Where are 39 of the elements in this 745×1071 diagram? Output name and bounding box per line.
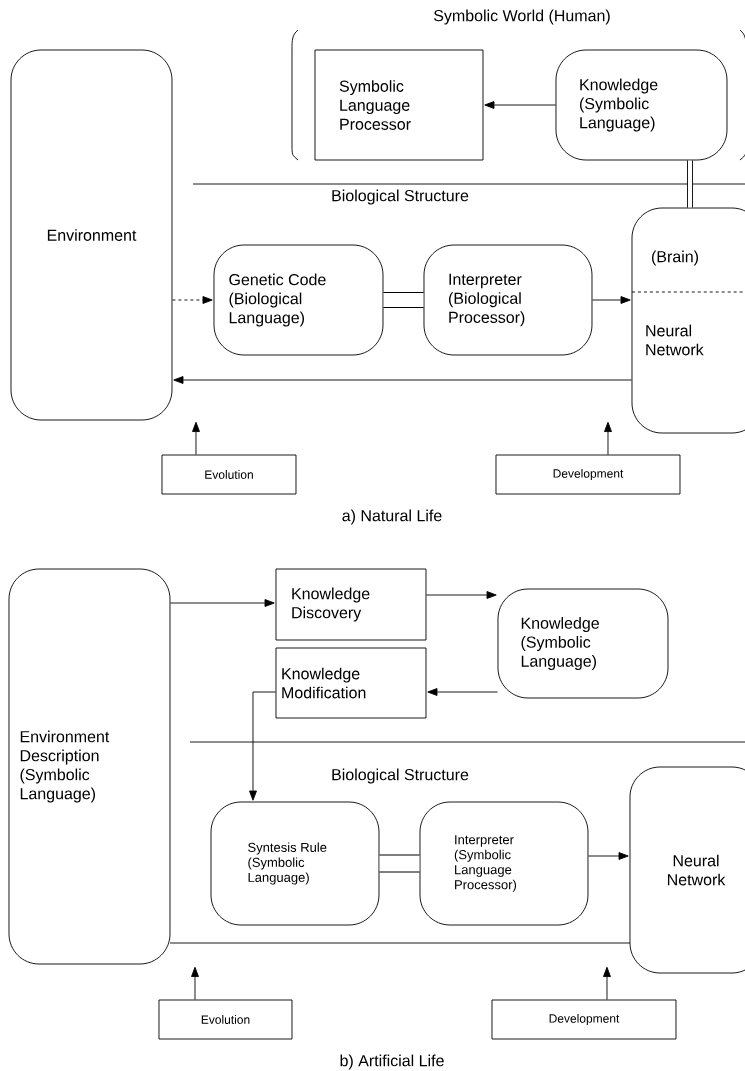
caption: a) Natural Life xyxy=(342,509,442,525)
process-box: Development xyxy=(495,454,681,495)
section-title: Biological Structure xyxy=(332,768,469,784)
arrow xyxy=(249,691,276,801)
arrow xyxy=(426,591,497,599)
process-box: Knowledge Discovery xyxy=(275,568,427,641)
section-title: Biological Structure xyxy=(332,189,469,205)
arrow xyxy=(588,852,629,860)
arrow xyxy=(592,296,631,304)
arrow xyxy=(191,966,199,1000)
rounded-box: Knowledge (Symbolic Language) xyxy=(497,588,669,699)
box-text: Neural Network xyxy=(646,324,704,356)
rounded-box: Neural Network xyxy=(629,766,745,974)
rounded-box: Interpreter (Biological Processor) xyxy=(423,244,593,356)
double-line xyxy=(379,854,420,873)
process-box: Development xyxy=(491,999,677,1040)
arrow xyxy=(484,101,556,109)
rounded-box: Environment Description (Symbolic Language) xyxy=(8,568,171,965)
arrow xyxy=(192,421,200,455)
process-box: Symbolic Language Processor xyxy=(314,49,484,161)
rounded-box: Environment xyxy=(10,49,173,421)
rounded-box: Knowledge (Symbolic Language) xyxy=(555,49,728,161)
rounded-box: Interpreter (Symbolic Language Processor) xyxy=(419,801,589,926)
process-box: Evolution xyxy=(161,454,297,495)
arrow xyxy=(173,376,632,384)
arrow xyxy=(427,688,498,696)
process-box: Evolution xyxy=(158,999,293,1040)
rounded-box: Genetic Code (Biological Language) xyxy=(213,244,384,356)
box-text: (Brain) xyxy=(652,250,698,266)
caption: b) Artificial Life xyxy=(340,1054,444,1070)
arrow xyxy=(604,421,612,455)
double-line xyxy=(687,160,693,208)
process-box: Knowledge Modification xyxy=(275,647,427,719)
double-line xyxy=(383,292,424,308)
arrow xyxy=(603,966,611,1000)
section-title: Symbolic World (Human) xyxy=(433,9,610,25)
arrow xyxy=(170,599,275,607)
arrow xyxy=(172,296,213,304)
rounded-box: Syntesis Rule (Symbolic Language) xyxy=(210,801,380,926)
